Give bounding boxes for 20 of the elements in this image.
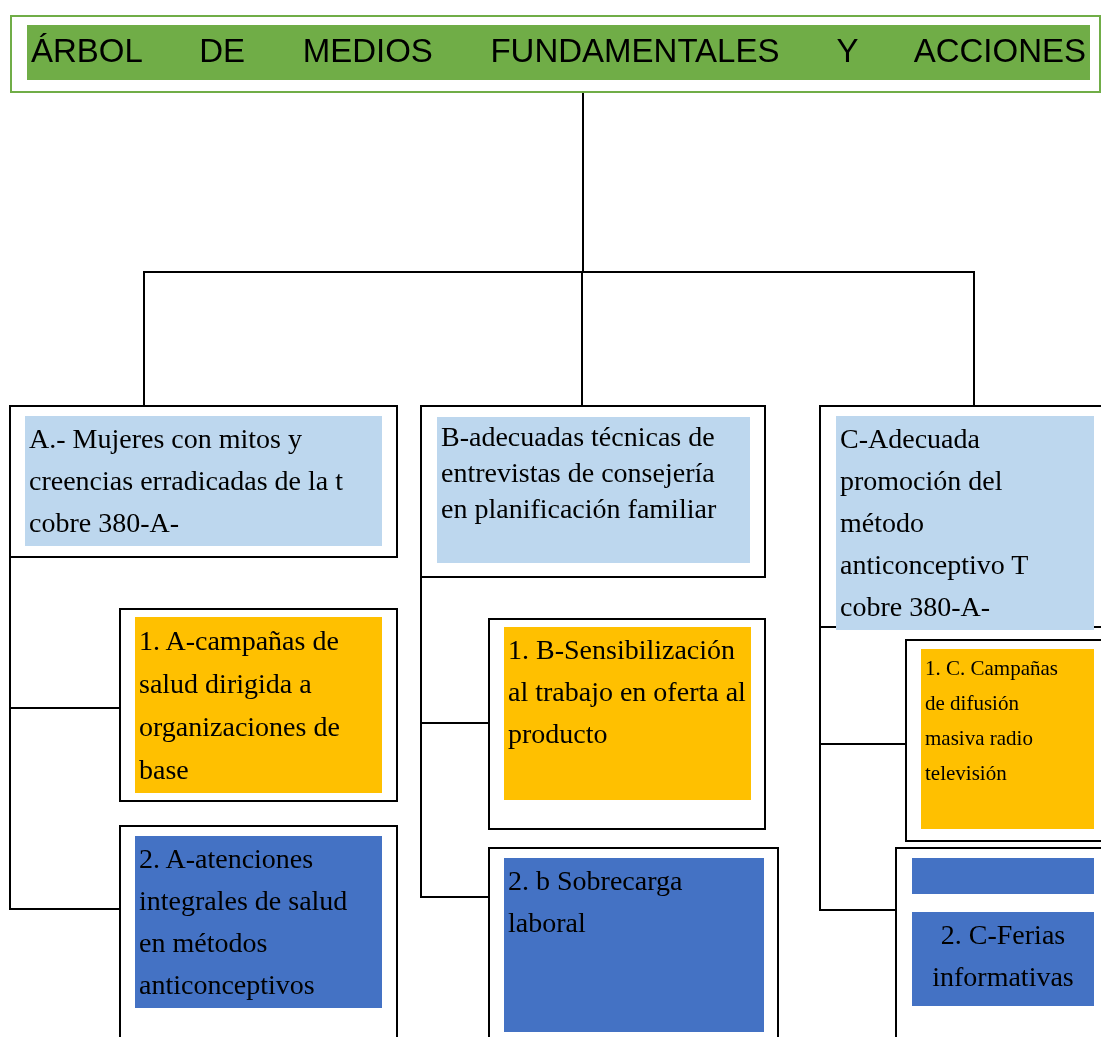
title-text: ÁRBOL DE MEDIOS FUNDAMENTALES Y ACCIONES bbox=[27, 25, 1090, 80]
outlined-box bbox=[488, 847, 779, 1037]
text-block: B-adecuadas técnicas de entrevistas de consejería en planificación familiar bbox=[437, 417, 750, 563]
outlined-box bbox=[488, 618, 766, 830]
title-box bbox=[10, 15, 1101, 93]
text-block: 2. C-Ferias informativas bbox=[912, 912, 1094, 1006]
outlined-box bbox=[119, 608, 398, 802]
text-block: C-Adecuada promoción del método anticonceptivo T cobre 380-A- bbox=[836, 416, 1094, 630]
outlined-box bbox=[119, 825, 398, 1037]
text-block: 1. A-campañas de salud dirigida a organizaciones de base bbox=[135, 617, 382, 793]
outlined-box bbox=[420, 405, 766, 578]
text-block: 2. b Sobrecarga laboral bbox=[504, 858, 764, 1032]
text-block: 1. C. Campañas de difusión masiva radio televisión bbox=[921, 649, 1094, 829]
text-block: A.- Mujeres con mitos y creencias erradicadas de la t cobre 380-A- bbox=[25, 416, 382, 546]
outlined-box bbox=[9, 405, 398, 558]
outlined-box bbox=[895, 847, 1101, 1037]
connector-line bbox=[819, 627, 896, 911]
text-block: 2. A-atenciones integrales de salud en métodos anticonceptivos bbox=[135, 836, 382, 1008]
outlined-box bbox=[905, 639, 1101, 842]
text-block: 1. B-Sensibilización al trabajo en oferta al producto bbox=[504, 627, 751, 800]
